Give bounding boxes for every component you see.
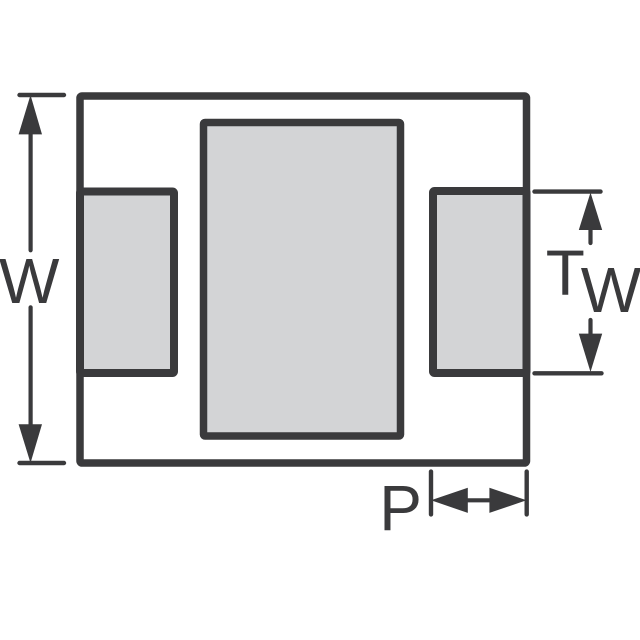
svg-text:W: W: [0, 245, 60, 317]
svg-text:W: W: [581, 254, 640, 326]
svg-text:P: P: [379, 472, 422, 544]
svg-text:T: T: [546, 237, 585, 309]
